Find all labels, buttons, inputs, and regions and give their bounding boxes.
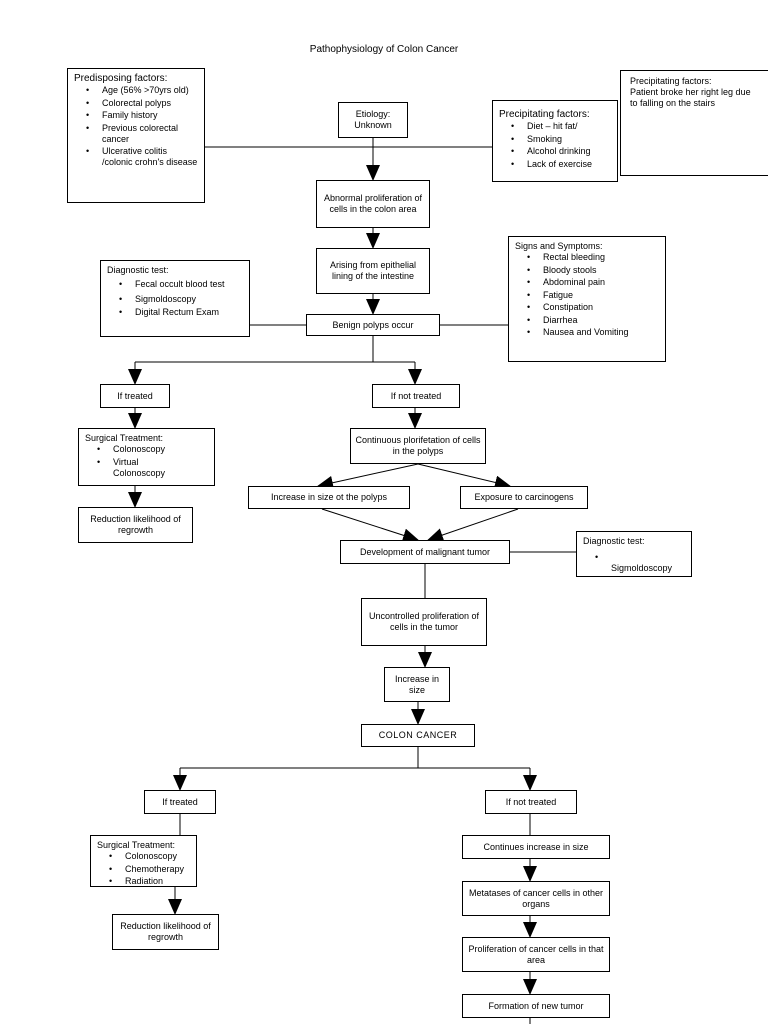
list-item: Colonoscopy [85,444,208,455]
colon-cancer-box: COLON CANCER [361,724,475,747]
precipitating-note-text: Patient broke her right leg due to falli… [630,87,751,108]
list-item: Smoking [499,134,611,145]
list-item: Bloody stools [515,265,659,276]
new-tumor-box: Formation of new tumor [462,994,610,1018]
reduction-likelihood-box: Reduction likelihood of regrowth [78,507,193,543]
precipitating-note-heading: Precipitating factors: [630,76,712,86]
list-item: Diarrhea [515,315,659,326]
continues-increase-box: Continues increase in size [462,835,610,859]
list-item: Constipation [515,302,659,313]
abnormal-proliferation-box: Abnormal proliferation of cells in the c… [316,180,430,228]
list-item: Chemotherapy [97,864,190,875]
if-treated-box-2: If treated [144,790,216,814]
predisposing-heading: Predisposing factors: [74,73,168,84]
list-item: Colorectal polyps [74,98,198,109]
surgical-heading: Surgical Treatment: [97,840,176,850]
proliferation-area-box: Proliferation of cancer cells in that ar… [462,937,610,972]
list-item: Previous colorectal cancer [74,123,198,145]
surgical-heading: Surgical Treatment: [85,433,164,443]
precipitating-heading: Precipitating factors: [499,109,590,120]
uncontrolled-proliferation-box: Uncontrolled proliferation of cells in t… [361,598,487,646]
list-item: Rectal bleeding [515,252,659,263]
arising-epithelial-box: Arising from epithelial lining of the in… [316,248,430,294]
list-item: Fecal occult blood test [107,279,243,290]
malignant-tumor-box: Development of malignant tumor [340,540,510,564]
diagnostic-heading: Diagnostic test: [107,265,169,275]
diagnostic-test-box: Diagnostic test: Fecal occult blood test… [100,260,250,337]
if-not-treated-box: If not treated [372,384,460,408]
list-item: Nausea and Vomiting [515,327,659,338]
list-item: Age (56% >70yrs old) [74,85,198,96]
if-treated-box: If treated [100,384,170,408]
list-item: Fatigue [515,290,659,301]
list-item: Sigmoldoscopy [583,552,672,574]
list-item: Diet – hit fat/ [499,121,611,132]
precipitating-note-box: Precipitating factors: Patient broke her… [620,70,768,176]
page-title: Pathophysiology of Colon Cancer [309,44,459,55]
list-item: Digital Rectum Exam [107,307,243,318]
if-not-treated-box-2: If not treated [485,790,577,814]
list-item: Colonoscopy [97,851,190,862]
list-item: Radiation [97,876,190,886]
diagnostic-heading: Diagnostic test: [583,536,645,546]
list-item: Abdominal pain [515,277,659,288]
signs-symptoms-box: Signs and Symptoms: Rectal bleeding Bloo… [508,236,666,362]
benign-polyps-box: Benign polyps occur [306,314,440,336]
signs-heading: Signs and Symptoms: [515,241,603,251]
etiology-box: Etiology: Unknown [338,102,408,138]
surgical-treatment-box: Surgical Treatment: Colonoscopy Virtual … [78,428,215,486]
precipitating-factors-box: Precipitating factors: Diet – hit fat/ S… [492,100,618,182]
list-item: Lack of exercise [499,159,611,170]
metastases-box: Metatases of cancer cells in other organ… [462,881,610,916]
surgical-treatment-box-2: Surgical Treatment: Colonoscopy Chemothe… [90,835,197,887]
increase-size-polyps-box: Increase in size ot the polyps [248,486,410,509]
increase-in-size-box: Increase in size [384,667,450,702]
reduction-likelihood-box-2: Reduction likelihood of regrowth [112,914,219,950]
list-item: Alcohol drinking [499,146,611,157]
continuous-proliferation-box: Continuous plorifetation of cells in the… [350,428,486,464]
exposure-carcinogens-box: Exposure to carcinogens [460,486,588,509]
list-item: Virtual Colonoscopy [85,457,183,479]
list-item: Ulcerative colitis /colonic crohn's dise… [74,146,198,168]
predisposing-factors-box: Predisposing factors: Age (56% >70yrs ol… [67,68,205,203]
diagnostic-test-box-2: Diagnostic test: Sigmoldoscopy [576,531,692,577]
list-item: Family history [74,110,198,121]
list-item: Sigmoldoscopy [107,294,243,305]
